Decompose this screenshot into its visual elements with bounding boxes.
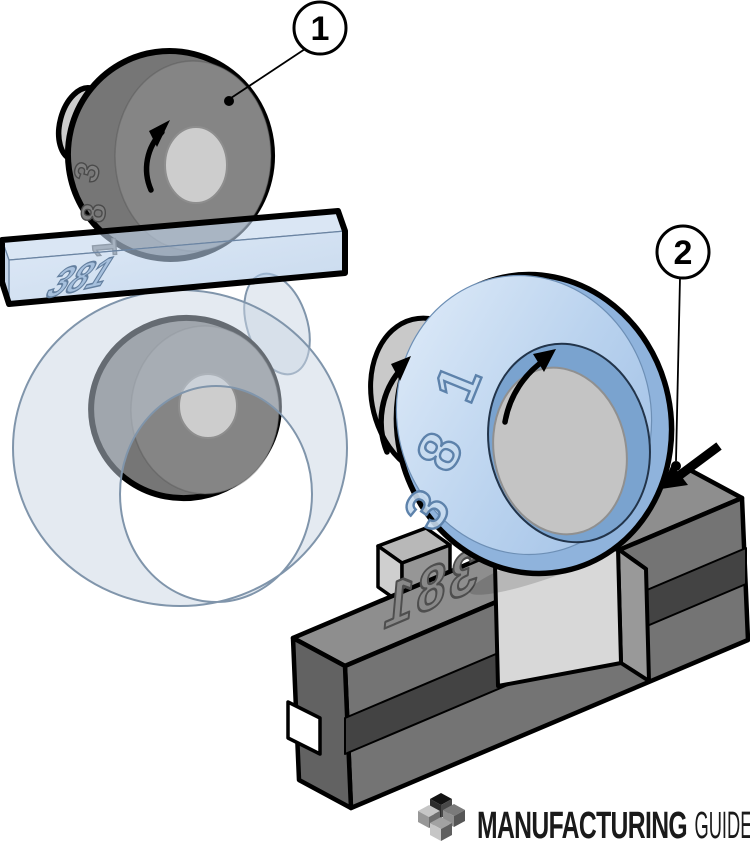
callout-1-leader	[230, 48, 306, 99]
callout-1: 1	[224, 0, 348, 106]
ring-workpiece: 3 8 1	[390, 271, 675, 577]
rotation-arrow-ring	[502, 349, 556, 425]
strip-workpiece: 381	[0, 208, 348, 309]
feed-direction-arrow-icon	[661, 464, 688, 489]
brand-logo-light-text: GUIDE	[694, 805, 750, 845]
callout-2-dot	[671, 461, 681, 471]
feed-arrow-shaft	[677, 442, 722, 479]
curved-rotation-arrow-icon	[533, 349, 556, 372]
brand-logo-bold-text: MANUFACTURING	[477, 805, 687, 845]
ring-marking-illustration: 381 3 8 1	[286, 224, 750, 811]
brand-logo: MANUFACTURING GUIDE	[418, 793, 750, 845]
strip-outline	[0, 208, 348, 307]
callout-2-circle	[655, 224, 711, 280]
callout-1-label: 1	[311, 10, 330, 48]
flat-strip-marking-illustration: 3 8 1 381 1	[0, 0, 349, 607]
marking-roll: 3 8 1	[55, 48, 276, 262]
callout-2-leader	[675, 277, 681, 462]
callout-1-circle	[292, 0, 348, 56]
rotation-arrow-upper-roll	[143, 120, 170, 193]
callout-2-label: 2	[674, 234, 693, 272]
roll-digit: 8	[74, 202, 114, 224]
rotation-arrow-hub	[378, 356, 411, 455]
curved-rotation-arrow-icon	[391, 356, 411, 381]
feed-direction-arrow	[661, 442, 722, 489]
ghost-ring	[11, 289, 349, 607]
marking-roll-hub	[164, 126, 228, 204]
isometric-cubes-icon	[418, 793, 465, 841]
brand-logo-text: MANUFACTURING GUIDE	[477, 805, 750, 845]
callout-2: 2	[655, 224, 711, 471]
die-end-notch	[286, 700, 322, 756]
curved-rotation-arrow-icon	[149, 120, 170, 147]
callout-1-dot	[224, 96, 234, 106]
